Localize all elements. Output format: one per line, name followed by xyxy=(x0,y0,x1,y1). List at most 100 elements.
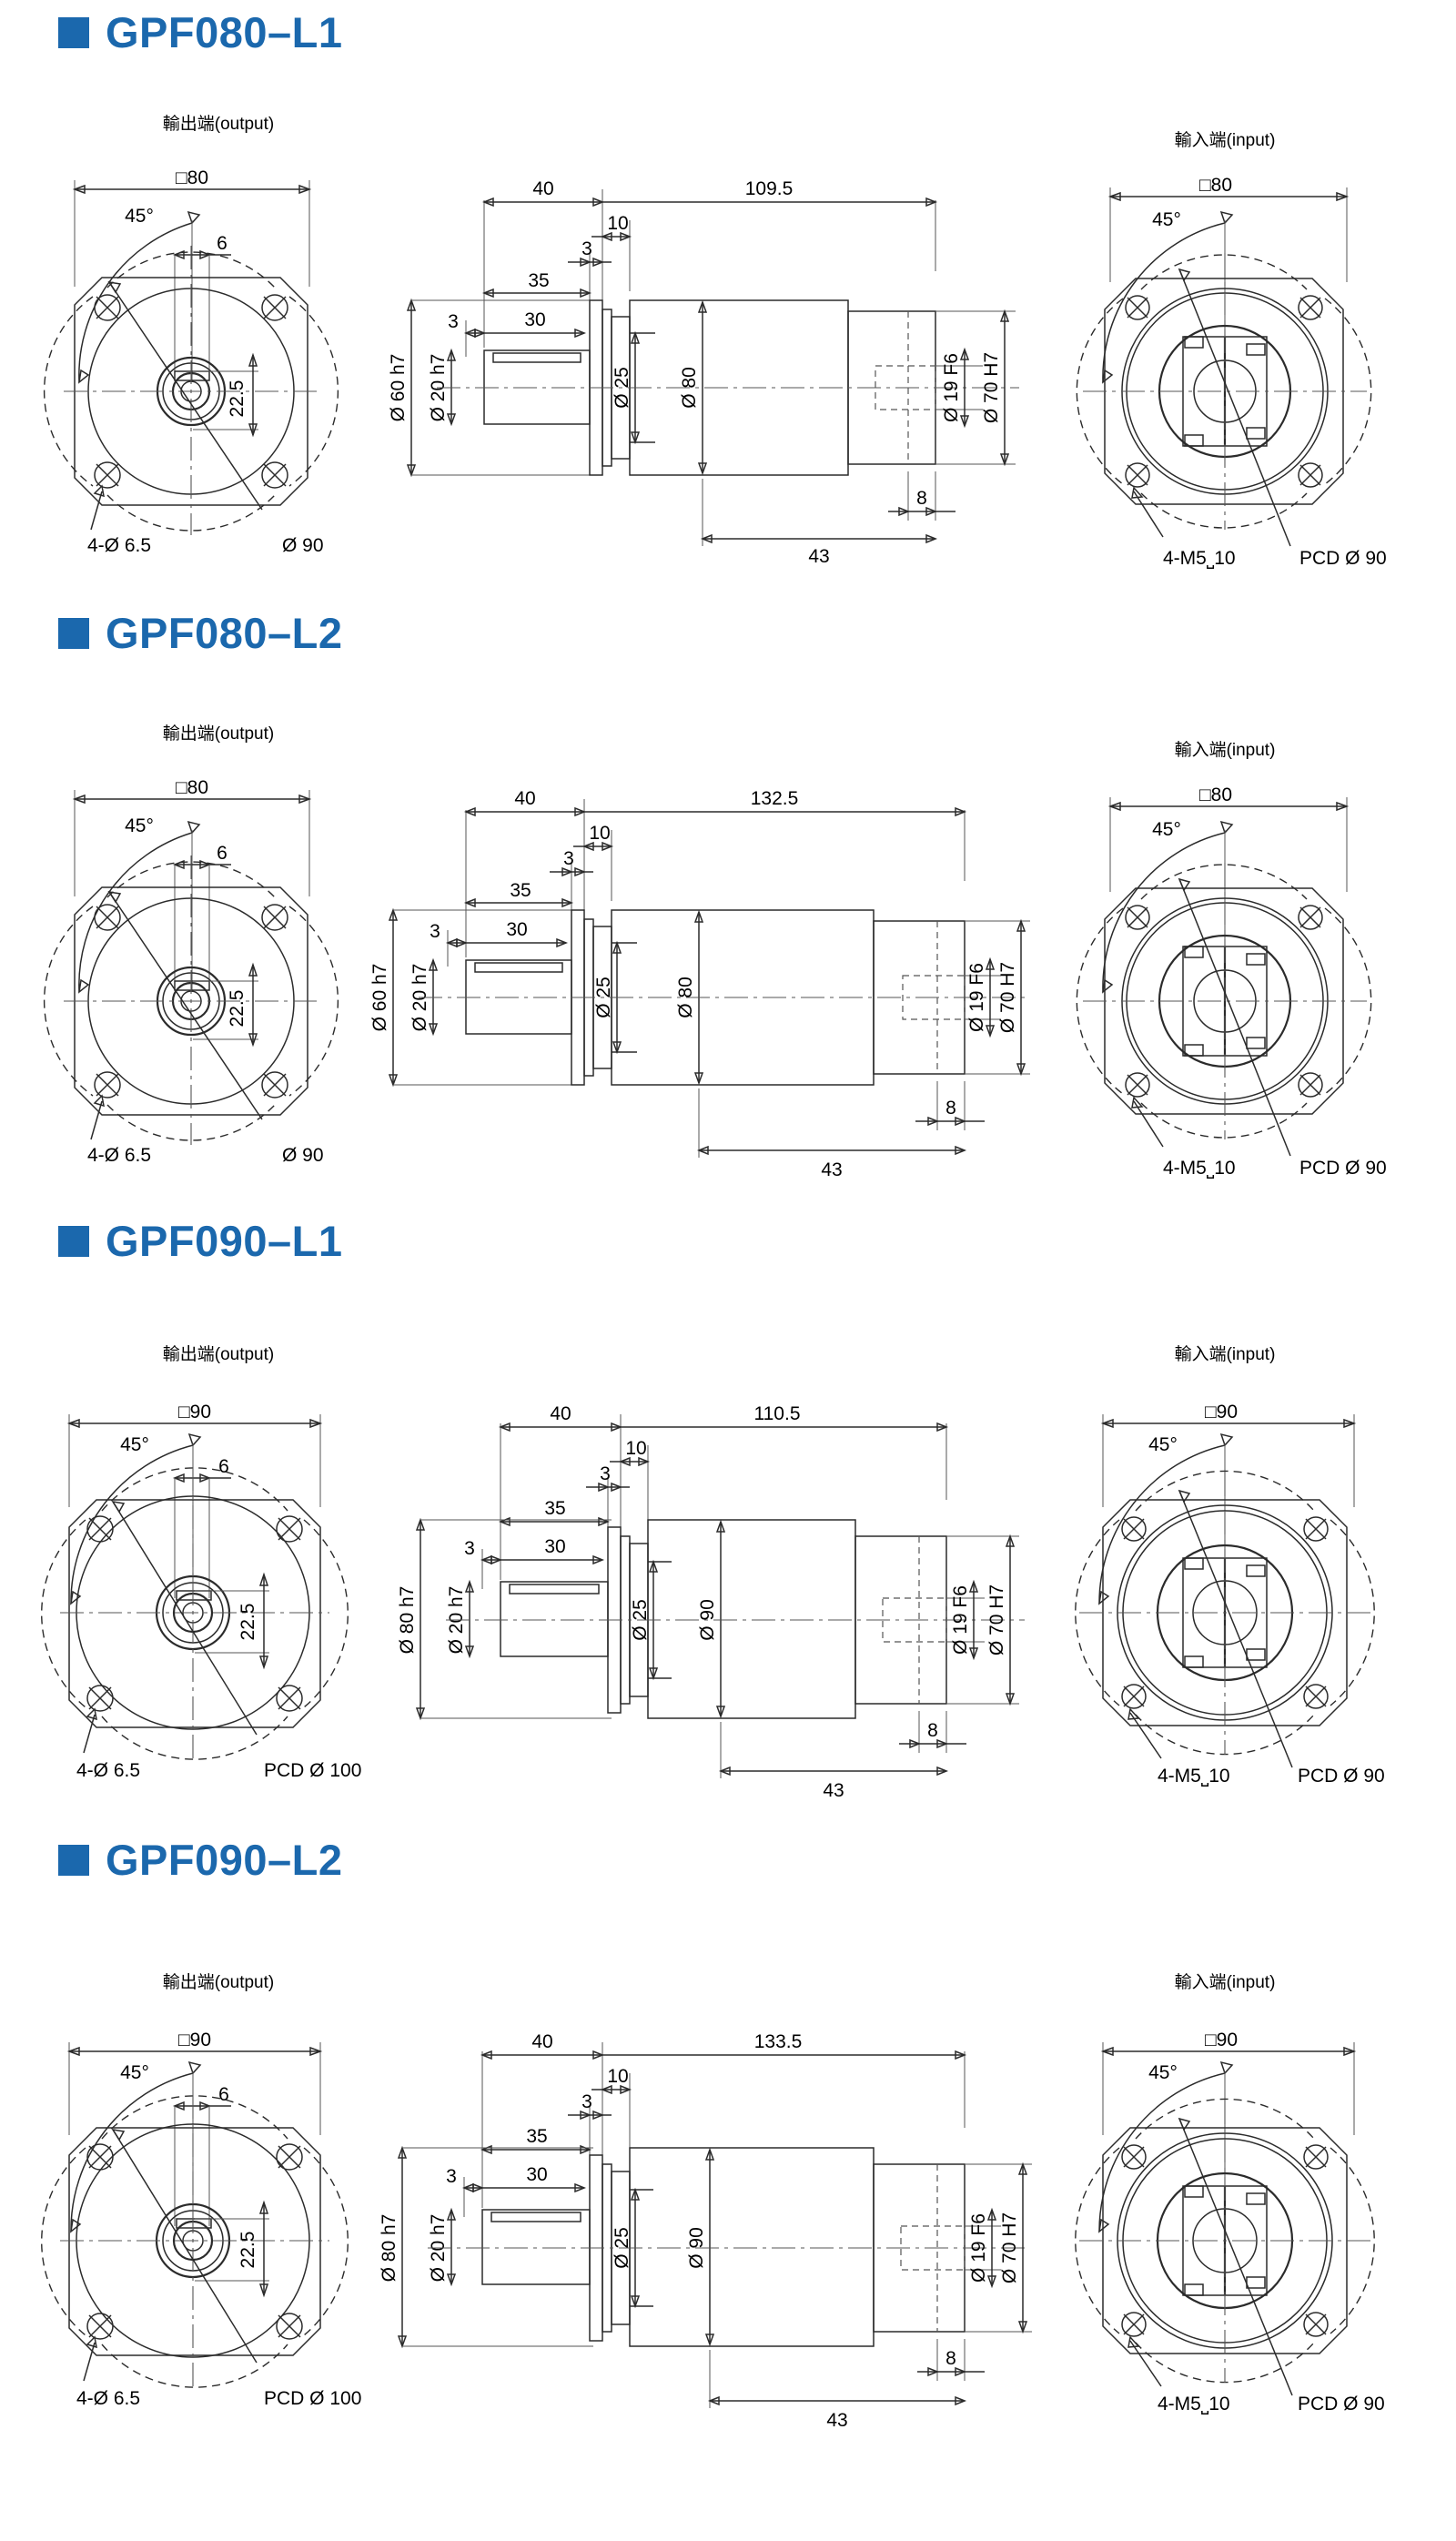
output-screws-label-1: 4-Ø 6.5 xyxy=(87,535,151,556)
elev-dim-8-1: 8 xyxy=(916,488,927,509)
output-face-view-1: 輸出端(output) □80 45° 6 xyxy=(36,109,400,582)
elev-dim-3-4: 3 xyxy=(581,2091,592,2112)
elev-dim-3-3: 3 xyxy=(600,1463,611,1484)
elev-dim-3-2: 3 xyxy=(563,848,574,869)
elev-dim-8-3: 8 xyxy=(927,1720,938,1741)
elev-dim-30-2: 30 xyxy=(506,919,527,940)
input-caption-3: 輸入端(input) xyxy=(1175,1344,1276,1364)
input-pcd-label-1: PCD Ø 90 xyxy=(1299,548,1387,569)
elev-dim-10-3: 10 xyxy=(625,1438,646,1459)
elev-body-dia-2: Ø 80 xyxy=(675,977,696,1018)
tapped-hole-1 xyxy=(1121,1516,1147,1542)
bullet-square-icon xyxy=(58,617,89,649)
output-pcd-label-1: Ø 90 xyxy=(282,535,324,556)
elev-dim-8-4: 8 xyxy=(945,2348,956,2369)
bolt-hole-3 xyxy=(94,1071,121,1098)
elev-dim-30-4: 30 xyxy=(526,2164,547,2185)
output-face-view-4: 輸出端(output) □90 45° 6 xyxy=(36,1957,400,2430)
output-square-dim-1: □80 xyxy=(176,167,208,188)
tapped-hole-2 xyxy=(1298,905,1323,930)
output-angle-3: 45° xyxy=(120,1434,149,1455)
elev-dim-40-1: 40 xyxy=(532,178,553,199)
bolt-hole-1 xyxy=(86,2143,114,2171)
input-face-svg-3: 輸入端(input) □90 45° xyxy=(1075,1344,1385,1787)
tapped-hole-4 xyxy=(1298,1072,1323,1098)
bolt-hole-1 xyxy=(94,294,121,321)
elev-input-bore-3: Ø 19 F6 xyxy=(950,1585,971,1655)
bolt-hole-2 xyxy=(276,2143,303,2171)
elev-input-bore-2: Ø 19 F6 xyxy=(966,963,987,1032)
section-title-text: GPF090–L2 xyxy=(106,1836,343,1884)
tapped-hole-4 xyxy=(1303,1684,1329,1709)
input-square-dim-2: □80 xyxy=(1199,785,1232,805)
input-screws-label-4: 4-M5⎵10 xyxy=(1158,2394,1230,2414)
bolt-hole-4 xyxy=(276,1685,303,1712)
elev-flange-dia-4: Ø 80 h7 xyxy=(379,2214,399,2283)
tapped-hole-3 xyxy=(1125,1072,1150,1098)
elev-dim-10-2: 10 xyxy=(589,823,610,844)
elev-input-flange-3: Ø 70 H7 xyxy=(986,1584,1007,1655)
tapped-hole-2 xyxy=(1303,2144,1329,2170)
elev-dim-35-2: 35 xyxy=(510,880,531,901)
section-title-gpf080-l2: GPF080–L2 xyxy=(58,612,343,654)
output-key-height-4: 22.5 xyxy=(238,2232,258,2269)
output-face-svg-3: 輸出端(output) □90 45° 6 xyxy=(41,1344,361,1781)
elevation-svg-2: 40 132.5 10 3 35 3 30 Ø 6 xyxy=(369,788,1030,1180)
bolt-hole-3 xyxy=(86,2313,114,2340)
input-screws-label-3: 4-M5⎵10 xyxy=(1158,1766,1230,1787)
bolt-hole-3 xyxy=(94,461,121,489)
output-key-height-2: 22.5 xyxy=(227,990,248,1028)
bolt-hole-2 xyxy=(261,294,288,321)
elev-input-bore-1: Ø 19 F6 xyxy=(941,353,962,422)
output-screws-label-3: 4-Ø 6.5 xyxy=(76,1760,140,1781)
elev-dim-35-1: 35 xyxy=(528,270,549,291)
elev-dim-3b-3: 3 xyxy=(464,1538,475,1559)
output-square-dim-2: □80 xyxy=(176,777,208,798)
tapped-hole-2 xyxy=(1303,1516,1329,1542)
elevation-view-1: 40 109.5 10 3 35 3 30 xyxy=(382,155,1037,573)
tapped-hole-1 xyxy=(1125,295,1150,320)
section-title-gpf080-l1: GPF080–L1 xyxy=(58,11,343,54)
tapped-hole-2 xyxy=(1298,295,1323,320)
input-angle-4: 45° xyxy=(1148,2062,1178,2083)
elevation-svg-4: 40 133.5 10 3 35 3 30 Ø 8 xyxy=(379,2031,1032,2431)
output-pcd-label-3: PCD Ø 100 xyxy=(264,1760,361,1781)
output-screws-label-2: 4-Ø 6.5 xyxy=(87,1145,151,1166)
elev-total-len-4: 133.5 xyxy=(754,2031,803,2052)
elev-dim-43-2: 43 xyxy=(821,1159,842,1180)
elev-dim-8-2: 8 xyxy=(945,1098,956,1119)
elev-dim-40-3: 40 xyxy=(550,1403,571,1424)
input-pcd-label-4: PCD Ø 90 xyxy=(1298,2394,1385,2414)
input-face-view-2: 輸入端(input) □80 45° xyxy=(1046,719,1429,1192)
elev-dim-35-4: 35 xyxy=(526,2126,547,2147)
elev-total-len-3: 110.5 xyxy=(754,1403,801,1424)
bolt-hole-2 xyxy=(261,904,288,931)
tapped-hole-4 xyxy=(1298,462,1323,488)
elev-dim-3b-4: 3 xyxy=(446,2166,457,2187)
input-face-svg-4: 輸入端(input) □90 45° xyxy=(1075,1972,1385,2414)
tapped-hole-3 xyxy=(1121,1684,1147,1709)
output-face-view-2: 輸出端(output) □80 45° 6 xyxy=(36,719,400,1192)
elev-dim-10-4: 10 xyxy=(607,2066,628,2087)
output-face-view-3: 輸出端(output) □90 45° 6 xyxy=(36,1329,400,1802)
output-face-svg-2: 輸出端(output) □80 45° 6 xyxy=(43,724,339,1166)
output-key-height-3: 22.5 xyxy=(238,1604,258,1641)
output-angle-2: 45° xyxy=(125,815,154,836)
input-square-dim-3: □90 xyxy=(1205,1402,1238,1422)
output-key-width-3: 6 xyxy=(218,1456,229,1477)
elev-dim-43-3: 43 xyxy=(823,1780,844,1801)
bullet-square-icon xyxy=(58,16,89,48)
bolt-hole-4 xyxy=(261,1071,288,1098)
output-key-width-1: 6 xyxy=(217,233,228,254)
output-key-width-4: 6 xyxy=(218,2084,229,2105)
output-caption-1: 輸出端(output) xyxy=(163,114,274,134)
elevation-view-4: 40 133.5 10 3 35 3 30 Ø 8 xyxy=(364,2011,1037,2448)
elevation-view-3: 40 110.5 10 3 35 3 30 Ø 8 xyxy=(382,1383,1037,1811)
section-title-gpf090-l1: GPF090–L1 xyxy=(58,1220,343,1262)
elev-dim-43-4: 43 xyxy=(826,2410,847,2431)
output-key-height-1: 22.5 xyxy=(227,380,248,418)
elev-dim-30-1: 30 xyxy=(524,309,545,330)
elev-flange-dia-3: Ø 80 h7 xyxy=(397,1586,418,1655)
elev-dim-35-3: 35 xyxy=(544,1498,565,1519)
